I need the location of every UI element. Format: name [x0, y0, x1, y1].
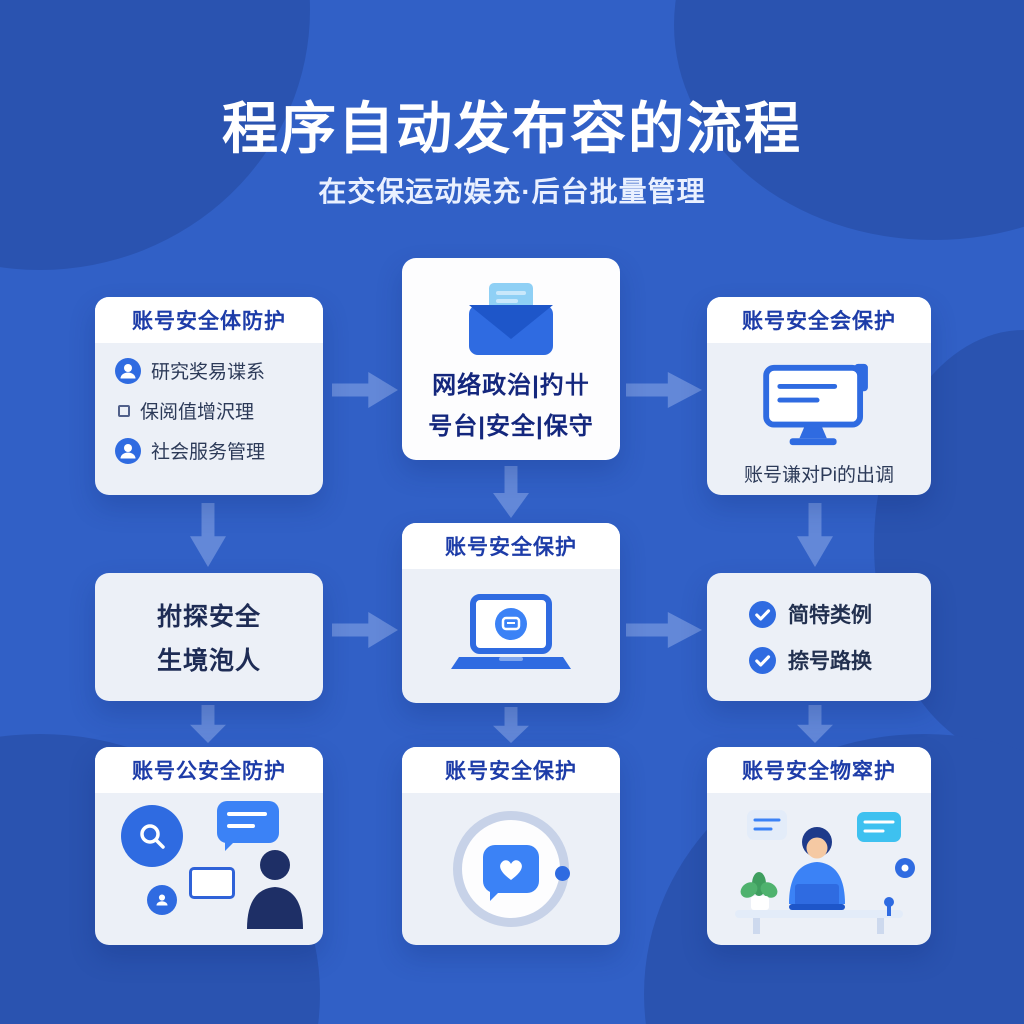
card-header: 账号安全保护	[402, 747, 620, 793]
user-icon	[115, 357, 141, 384]
page-subtitle: 在交保运动娱充·后台批量管理	[318, 176, 706, 207]
card-header: 账号安全体防护	[95, 297, 323, 343]
arrow-right-icon	[626, 372, 702, 408]
chat-line	[227, 824, 255, 828]
card-body	[402, 793, 620, 945]
card-public-security: 账号公安全防护	[95, 747, 323, 945]
list-item-label: 捺号路换	[788, 650, 872, 673]
list-item: 研究奖易谍系	[115, 357, 307, 384]
user-glyph-icon	[156, 894, 168, 906]
card-security-check: 拊探安全 生境泡人	[95, 573, 323, 701]
card-header: 账号安全物窣护	[707, 747, 931, 793]
arrow-down-icon	[190, 705, 226, 743]
person-at-desk-illustration	[735, 810, 915, 934]
card-body	[95, 793, 323, 945]
chat-bubble-icon	[217, 801, 279, 851]
heart-glyph-icon	[500, 860, 522, 880]
card-body	[707, 793, 931, 945]
card-body: 拊探安全 生境泡人	[95, 573, 323, 701]
arrow-down-icon	[493, 466, 529, 518]
list-item: 捺号路换	[749, 645, 931, 675]
card-body: 账号谦对Pi的出调	[707, 343, 931, 495]
arrow-right-icon	[626, 612, 702, 648]
arrow-down-icon	[190, 503, 226, 567]
card-caption: 账号谦对Pi的出调	[744, 464, 894, 486]
arrow-down-icon	[493, 707, 529, 743]
arrow-right-icon	[332, 372, 398, 408]
card-message-protection: 账号安全保护	[402, 747, 620, 945]
card-text-line: 拊探安全	[156, 603, 261, 631]
card-title-line: 网络政治|扚卄	[432, 372, 590, 399]
list-item: 保阅值增沢理	[115, 397, 307, 424]
card-header: 账号安全会保护	[707, 297, 931, 343]
card-case-options: 简特类例 捺号路换	[707, 573, 931, 701]
check-icon	[749, 600, 776, 628]
card-body: 简特类例 捺号路换	[707, 599, 931, 675]
check-icon	[749, 646, 776, 674]
person-silhouette-icon	[247, 850, 303, 929]
chat-square-icon	[483, 845, 539, 901]
user-icon	[115, 437, 141, 464]
chat-heart-badge-icon	[453, 811, 570, 927]
card-text-line: 生境泡人	[156, 647, 261, 675]
mini-user-icon	[147, 885, 177, 915]
card-network-publish: 网络政治|扚卄 号台|安全|保守	[402, 258, 620, 460]
card-account-protection-overview: 账号安全体防护 研究奖易谍系 保阅值增沢理 社会服	[95, 297, 323, 495]
arrow-down-icon	[797, 503, 833, 567]
icon-composition	[95, 793, 323, 945]
square-bullet-icon	[118, 404, 130, 417]
chat-line	[227, 812, 267, 816]
arrow-right-icon	[332, 612, 398, 648]
arrow-down-icon	[797, 705, 833, 743]
list-item: 简特类例	[749, 599, 931, 629]
list-item-label: 保阅值增沢理	[140, 402, 255, 423]
card-account-safety: 账号安全保护	[402, 523, 620, 703]
page-title: 程序自动发布容的流程	[222, 97, 802, 160]
card-body: 研究奖易谍系 保阅值增沢理 社会服务管理	[95, 343, 323, 495]
list-item: 社会服务管理	[115, 437, 307, 464]
monitor-icon	[763, 363, 868, 445]
card-header: 账号公安全防护	[95, 747, 323, 793]
list-item-label: 简特类例	[788, 604, 872, 627]
id-card-icon	[189, 867, 235, 899]
card-title-line: 号台|安全|保守	[428, 413, 594, 440]
card-support-desk: 账号安全物窣护	[707, 747, 931, 945]
list-item-label: 研究奖易谍系	[151, 362, 266, 383]
card-body: 网络政治|扚卄 号台|安全|保守	[428, 258, 593, 460]
card-account-monitor: 账号安全会保护 账号谦对Pi的出调	[707, 297, 931, 495]
card-body	[402, 569, 620, 703]
list-item-label: 社会服务管理	[151, 442, 266, 463]
envelope-icon	[469, 283, 553, 355]
magnifier-glyph-icon	[140, 824, 165, 849]
badge-dot-icon	[555, 866, 570, 881]
card-header: 账号安全保护	[402, 523, 620, 569]
search-icon	[121, 805, 183, 867]
laptop-chat-icon	[451, 594, 571, 669]
